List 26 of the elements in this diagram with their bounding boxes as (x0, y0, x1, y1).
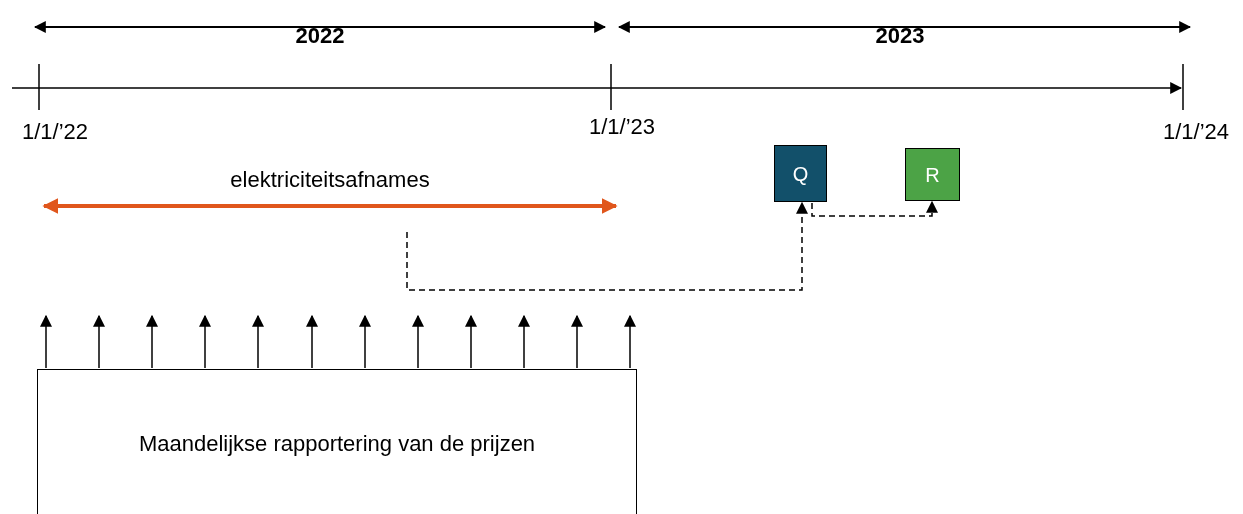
arrow (199, 314, 211, 369)
node-text: Maandelijkse rapportering van de prijzen (137, 430, 537, 459)
node-text: Q (791, 161, 810, 187)
arrow (146, 314, 158, 369)
period-label: elektriciteitsafnames (230, 168, 430, 193)
dashed-arrow (811, 200, 938, 217)
dashed-arrow (406, 201, 808, 291)
arrow (359, 314, 371, 369)
arrow (465, 314, 477, 369)
date-label: 1/1/’23 (588, 115, 656, 140)
date-label: 1/1/’24 (1162, 120, 1230, 145)
process-box (37, 369, 637, 514)
arrow (40, 314, 52, 369)
arrow (412, 314, 424, 369)
year-label: 2022 (295, 24, 345, 49)
arrow (518, 314, 530, 369)
arrow (571, 314, 583, 369)
node-text: R (924, 162, 941, 188)
milestone-box (774, 145, 827, 202)
arrow (93, 314, 105, 369)
milestone-box (905, 148, 960, 201)
date-label: 1/1/’22 (21, 120, 89, 145)
year-label: 2023 (875, 24, 925, 49)
arrow (624, 314, 636, 369)
arrow (252, 314, 264, 369)
arrow (306, 314, 318, 369)
